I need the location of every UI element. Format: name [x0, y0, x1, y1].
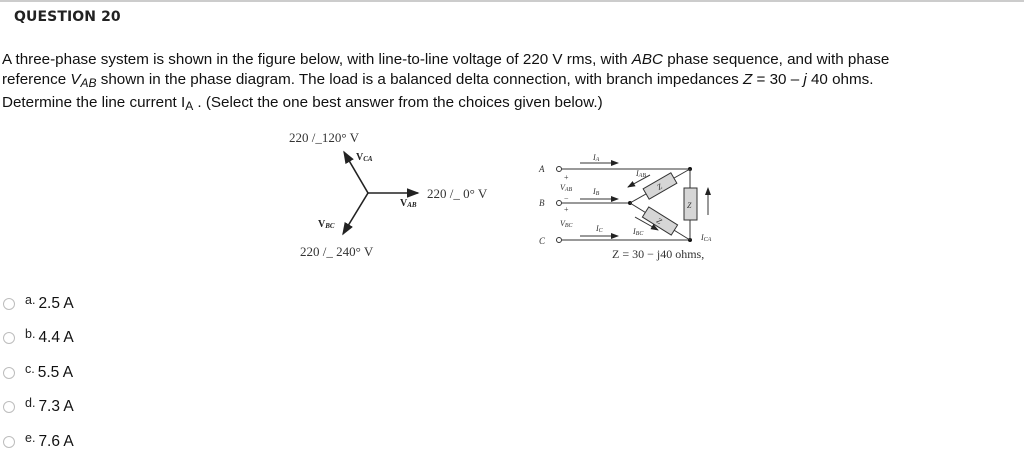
- v-ab-label: VAB: [560, 183, 573, 193]
- question-title: QUESTION 20: [14, 9, 121, 25]
- svg-text:+: +: [564, 205, 569, 214]
- vab-label: VAB: [400, 198, 417, 209]
- svg-text:Z: Z: [655, 216, 664, 226]
- i-ca-label: ICA: [700, 233, 712, 243]
- radio-button[interactable]: [3, 298, 15, 310]
- radio-button[interactable]: [3, 332, 15, 344]
- vbc-label: VBC: [318, 219, 335, 230]
- node-b-terminal: [556, 200, 562, 206]
- question-line-1: A three-phase system is shown in the fig…: [2, 51, 890, 68]
- delta-circuit: A B C + − + − VAB VBC IA IB: [538, 153, 712, 261]
- vab-value: 220 /_ 0° V: [427, 186, 488, 201]
- vca-label: VCA: [356, 152, 373, 163]
- choice-d[interactable]: d. 7.3 A: [3, 395, 74, 419]
- vca-value: 220 /_120° V: [289, 130, 360, 145]
- phasor-diagram: 220 /_120° V VCA VAB 220 /_ 0° V VBC 220…: [289, 130, 488, 259]
- junction-c: [688, 238, 692, 242]
- svg-text:+: +: [564, 173, 569, 182]
- svg-text:−: −: [564, 194, 569, 203]
- choice-e[interactable]: e. 7.6 A: [3, 430, 74, 454]
- impedance-bc: Z: [641, 206, 679, 236]
- question-line-2: reference VAB shown in the phase diagram…: [2, 70, 874, 90]
- radio-button[interactable]: [3, 436, 15, 448]
- junction-b: [628, 201, 632, 205]
- vbc-phasor-arrow: [342, 192, 369, 236]
- choice-c[interactable]: c. 5.5 A: [3, 361, 73, 385]
- i-c-label: IC: [595, 224, 604, 234]
- node-a-label: A: [538, 164, 545, 174]
- svg-text:Z: Z: [687, 201, 692, 210]
- i-ab-arrow: [627, 174, 651, 188]
- question-line-3: Determine the line current IA . (Select …: [2, 94, 603, 113]
- i-a-label: IA: [592, 153, 600, 163]
- junction-a: [688, 167, 692, 171]
- choice-b[interactable]: b. 4.4 A: [3, 326, 74, 350]
- top-divider: [0, 0, 1024, 2]
- node-b-label: B: [539, 198, 545, 208]
- svg-text:−: −: [564, 236, 569, 245]
- v-bc-label: VBC: [560, 219, 574, 229]
- node-a-terminal: [556, 166, 562, 172]
- i-bc-arrow: [634, 216, 659, 231]
- impedance-ca: [683, 187, 698, 221]
- impedance-ab: Z: [642, 172, 678, 200]
- impedance-caption: Z = 30 − j40 ohms,: [612, 247, 704, 261]
- node-c-terminal: [556, 237, 562, 243]
- radio-button[interactable]: [3, 401, 15, 413]
- node-c-label: C: [539, 236, 546, 246]
- i-b-label: IB: [592, 187, 600, 197]
- vca-phasor-arrow: [343, 150, 369, 194]
- svg-text:Z: Z: [655, 182, 664, 192]
- i-ab-label: IAB: [635, 169, 646, 179]
- question-text: A three-phase system is shown in the fig…: [2, 50, 1017, 117]
- i-bc-label: IBC: [632, 227, 644, 237]
- radio-button[interactable]: [3, 367, 15, 379]
- vbc-value: 220 /_ 240° V: [300, 244, 374, 259]
- choice-a[interactable]: a. 2.5 A: [3, 292, 74, 316]
